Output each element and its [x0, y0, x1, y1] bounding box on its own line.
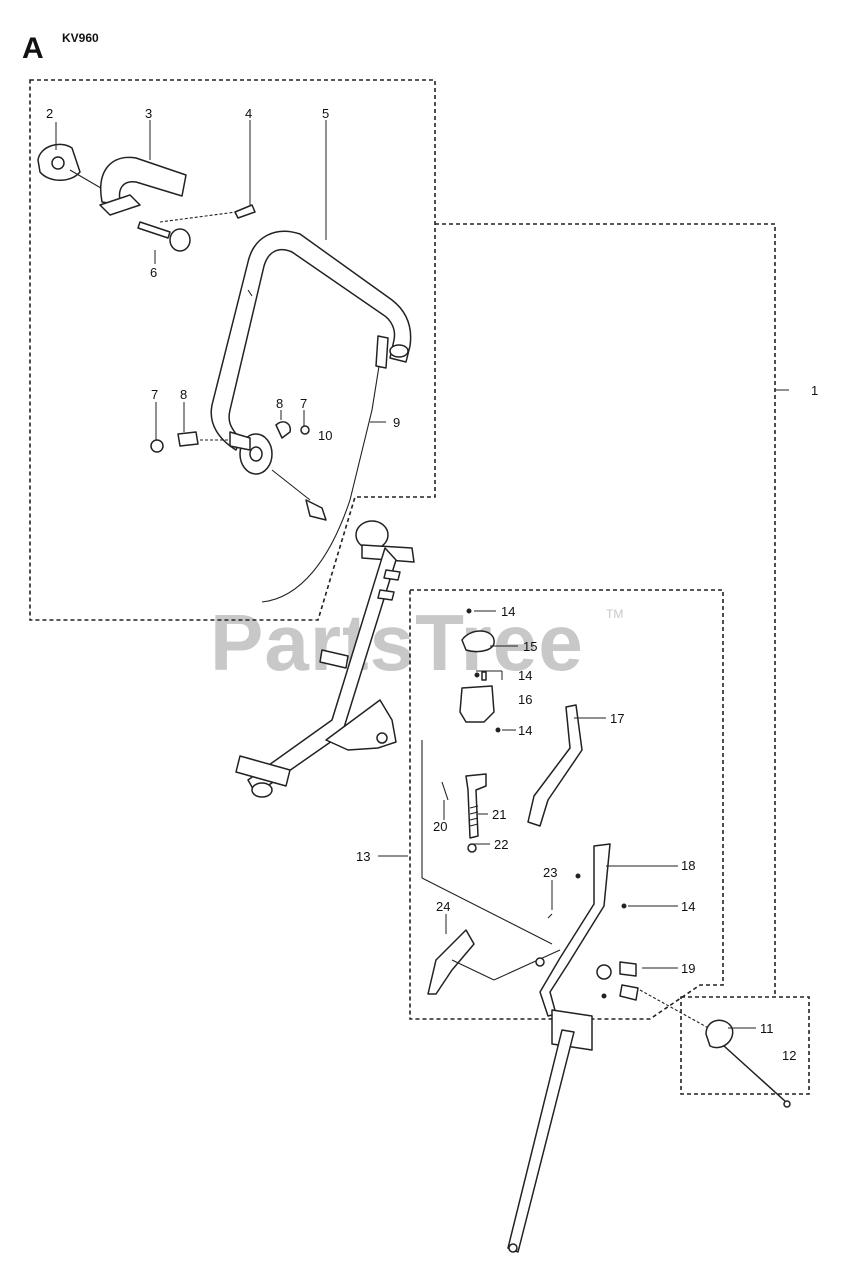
callout-23: 23 [543, 865, 557, 880]
callout-9: 9 [393, 415, 400, 430]
callout-14-right: 14 [681, 899, 695, 914]
part-9-cable [261, 335, 389, 603]
callout-21: 21 [492, 807, 506, 822]
part-3-grip [99, 156, 187, 216]
handle-joint [150, 421, 327, 521]
leader-lines [55, 120, 789, 1029]
lever-group-box [409, 589, 724, 1020]
callout-14-third: 14 [518, 723, 532, 738]
part-4-screw [159, 204, 256, 223]
assembly-1-bracket [435, 223, 776, 997]
part-17-lever-arm [527, 704, 583, 827]
callout-16: 16 [518, 692, 532, 707]
assembly-guide-lines [421, 740, 561, 981]
part-21-spring [441, 773, 487, 853]
callout-7-left: 7 [151, 387, 158, 402]
callout-12: 12 [782, 1048, 796, 1063]
callout-6: 6 [150, 265, 157, 280]
part-15-knob [461, 630, 495, 653]
watermark-trademark: TM [606, 607, 623, 621]
callout-17: 17 [610, 711, 624, 726]
lower-frame [235, 520, 415, 798]
callout-7-right: 7 [300, 396, 307, 411]
callout-22: 22 [494, 837, 508, 852]
callout-1: 1 [811, 383, 818, 398]
callout-11: 11 [760, 1021, 774, 1036]
callout-8-left: 8 [180, 387, 187, 402]
part-19-pin [535, 957, 639, 1001]
part-6-bolt [137, 221, 191, 252]
model-number: KV960 [62, 31, 99, 45]
callout-19: 19 [681, 961, 695, 976]
part-24-pedal [427, 929, 475, 995]
callout-10: 10 [318, 428, 332, 443]
callout-5: 5 [322, 106, 329, 121]
upper-handle-group-box [29, 79, 436, 621]
part-16-bracket [459, 671, 495, 723]
callout-14-second: 14 [518, 668, 532, 683]
callout-24: 24 [436, 899, 450, 914]
callout-3: 3 [145, 106, 152, 121]
callout-13: 13 [356, 849, 370, 864]
small-fasteners [466, 608, 627, 999]
callout-18: 18 [681, 858, 695, 873]
callout-2: 2 [46, 106, 53, 121]
bolt-group-box [680, 996, 810, 1095]
lower-long-handle [507, 1009, 593, 1253]
callout-4: 4 [245, 106, 252, 121]
callout-15: 15 [523, 639, 537, 654]
part-11-12-nut-bolt [639, 989, 791, 1108]
part-2-cover [37, 143, 119, 199]
section-letter: A [22, 32, 44, 65]
callout-20: 20 [433, 819, 447, 834]
callout-14-top: 14 [501, 604, 515, 619]
watermark-text: PartsTree [210, 598, 584, 687]
callout-8-right: 8 [276, 396, 283, 411]
